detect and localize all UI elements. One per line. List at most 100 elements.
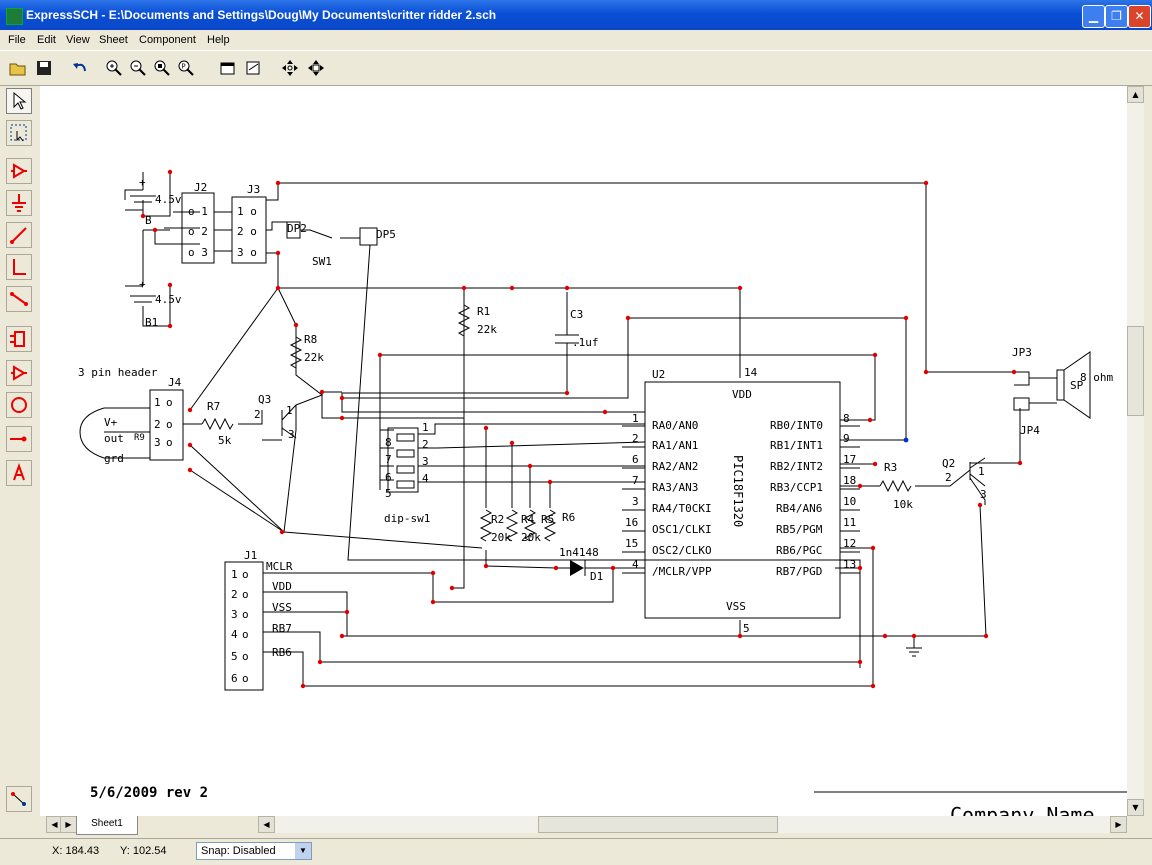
pointer-icon[interactable] [6, 88, 32, 114]
zoom-out-icon[interactable] [128, 58, 148, 78]
u2-right-name-0: RB0/INT0 [770, 419, 823, 432]
menu-edit[interactable]: Edit [37, 34, 56, 46]
menu-help[interactable]: Help [207, 34, 230, 46]
j1-pin-3: 3 [231, 608, 238, 621]
revision-date: 5/6/2009 rev 2 [90, 785, 208, 801]
move-icon[interactable] [280, 58, 300, 78]
bus-icon[interactable] [6, 254, 32, 280]
q2-pin-1: 1 [978, 465, 985, 478]
svg-text:+: + [139, 176, 146, 189]
u2-left-name-2: RA2/AN2 [652, 460, 698, 473]
u2-right-pin-7: 13 [843, 558, 856, 571]
open-folder-icon[interactable] [8, 58, 28, 78]
r4-value: 20k [521, 531, 541, 544]
sheet-icon[interactable] [244, 58, 264, 78]
corner-tool-icon[interactable] [6, 786, 32, 812]
connection-dots [140, 169, 1023, 689]
wire-icon[interactable] [6, 222, 32, 248]
j4-pin-3: 3 [154, 436, 161, 449]
svg-text:o: o [242, 608, 249, 621]
r5-label: R5 [541, 513, 554, 526]
select-area-icon[interactable] [6, 120, 32, 146]
sensor-pin-out: out [104, 432, 124, 445]
menu-sheet[interactable]: Sheet [99, 34, 128, 46]
svg-text:o: o [166, 396, 173, 409]
scroll-left-button[interactable]: ◀ [258, 816, 275, 833]
u2-left-name-1: RA1/AN1 [652, 439, 698, 452]
minimize-button[interactable]: ▁ [1082, 5, 1105, 28]
vertical-scroll-thumb[interactable] [1127, 326, 1144, 416]
u2-right-pin-0: 8 [843, 412, 850, 425]
scroll-up-button[interactable]: ▲ [1127, 86, 1144, 103]
d1-label: D1 [590, 570, 603, 583]
u2-left-pin-6: 15 [625, 537, 638, 550]
ground-icon[interactable] [6, 190, 32, 216]
r1-value: 22k [477, 323, 497, 336]
tab-sheet1[interactable]: Sheet1 [76, 816, 138, 835]
part-icon[interactable] [6, 360, 32, 386]
sheet-tab-bar: ◀ ▶ Sheet1 ◀ ▶ [0, 816, 1152, 836]
tab-prev-button[interactable]: ◀ [46, 816, 63, 833]
scroll-down-button[interactable]: ▼ [1127, 799, 1144, 816]
r6-label: R6 [562, 511, 575, 524]
menu-file[interactable]: File [8, 34, 26, 46]
header-label: 3 pin header [78, 366, 158, 379]
connector-icon[interactable] [6, 326, 32, 352]
schematic: +4.5v B +4.5v B1 J2 J3 1 o2 o3 o o 1o 2o… [78, 169, 1127, 816]
pin-icon[interactable] [6, 426, 32, 452]
zoom-fit-icon[interactable] [152, 58, 172, 78]
menu-component[interactable]: Component [139, 34, 196, 46]
vertical-scrollbar[interactable]: ▲ ▼ [1127, 86, 1144, 816]
j1-pin-1: 1 [231, 568, 238, 581]
dp2-label: DP2 [287, 222, 307, 235]
close-button[interactable]: ✕ [1128, 5, 1151, 28]
snap-value: Snap: Disabled [201, 845, 276, 857]
dip-pin-8: 8 [385, 436, 392, 449]
u2-part: PIC18F1320 [731, 455, 745, 527]
horizontal-scrollbar[interactable]: ◀ ▶ [258, 816, 1127, 833]
component-toolbox [4, 86, 34, 816]
restore-button[interactable]: ❐ [1105, 5, 1128, 28]
scroll-right-button[interactable]: ▶ [1110, 816, 1127, 833]
chevron-down-icon[interactable]: ▼ [295, 843, 311, 859]
battery-bottom-ref: B1 [145, 316, 158, 329]
svg-text:o: o [242, 672, 249, 685]
svg-text:o 1: o 1 [188, 205, 208, 218]
tab-next-button[interactable]: ▶ [60, 816, 77, 833]
svg-text:o: o [242, 568, 249, 581]
q2-label: Q2 [942, 457, 955, 470]
cursor-y: Y: 102.54 [120, 845, 167, 857]
q3-pin-3: 3 [288, 428, 295, 441]
line-icon[interactable] [6, 286, 32, 312]
svg-text:o: o [242, 628, 249, 641]
dip-pin-1: 1 [422, 421, 429, 434]
svg-text:o: o [242, 588, 249, 601]
save-icon[interactable] [34, 58, 54, 78]
menu-view[interactable]: View [66, 34, 90, 46]
sp-value: 8 ohm [1080, 371, 1113, 384]
move-all-icon[interactable] [306, 58, 326, 78]
dip-pin-4: 4 [422, 472, 429, 485]
j1-net-rb6: RB6 [272, 646, 292, 659]
battery-top-label: 4.5v [155, 193, 182, 206]
zoom-area-icon[interactable]: P [176, 58, 196, 78]
u2-right-pin-6: 12 [843, 537, 856, 550]
svg-text:o 3: o 3 [188, 246, 208, 259]
zoom-in-icon[interactable] [104, 58, 124, 78]
u2-left-pin-1: 2 [632, 432, 639, 445]
component-icon[interactable] [6, 158, 32, 184]
snap-select[interactable]: Snap: Disabled ▼ [196, 842, 312, 860]
sensor-pin-grd: grd [104, 452, 124, 465]
u2-left-pin-2: 6 [632, 453, 639, 466]
circle-icon[interactable] [6, 392, 32, 418]
j4-pin-1: 1 [154, 396, 161, 409]
u2-right-pin-1: 9 [843, 432, 850, 445]
r7-value: 5k [218, 434, 232, 447]
u2-right-name-4: RB4/AN6 [776, 502, 822, 515]
properties-icon[interactable] [218, 58, 238, 78]
horizontal-scroll-thumb[interactable] [538, 816, 778, 833]
text-icon[interactable] [6, 460, 32, 486]
sw1-label: SW1 [312, 255, 332, 268]
undo-icon[interactable] [70, 58, 90, 78]
